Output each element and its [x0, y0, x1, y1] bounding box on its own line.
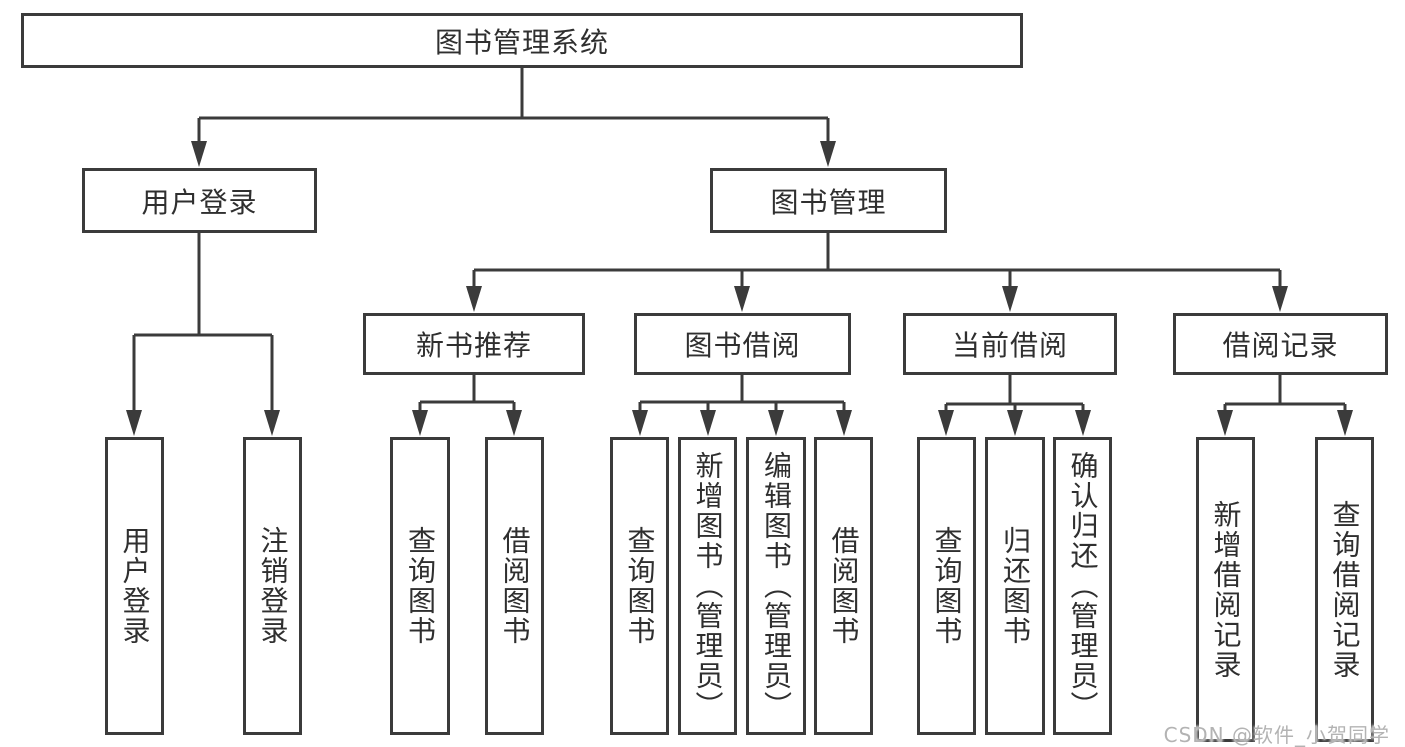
node-borrowing-records: 借阅记录 — [1173, 313, 1388, 375]
leaf-edit-books-admin: 编辑图书（管理员） — [746, 437, 806, 735]
leaf-user-login: 用户登录 — [105, 437, 164, 735]
node-library-management-system: 图书管理系统 — [21, 13, 1023, 68]
leaf-search-borrow-record: 查询借阅记录 — [1315, 437, 1374, 742]
csdn-watermark: CSDN @软件_小贺同学 — [1163, 723, 1390, 747]
node-book-borrowing: 图书借阅 — [634, 313, 851, 375]
leaf-search-books-current: 查询图书 — [917, 437, 976, 735]
leaf-search-books-recommend: 查询图书 — [390, 437, 450, 735]
leaf-search-books-borrow: 查询图书 — [610, 437, 669, 735]
leaf-borrow-books-recommend: 借阅图书 — [485, 437, 544, 735]
leaf-logout: 注销登录 — [243, 437, 302, 735]
leaf-confirm-return-admin: 确认归还（管理员） — [1053, 437, 1112, 735]
leaf-add-books-admin: 新增图书（管理员） — [678, 437, 737, 735]
leaf-add-borrow-record: 新增借阅记录 — [1196, 437, 1255, 742]
leaf-return-books: 归还图书 — [985, 437, 1045, 735]
node-current-borrowing: 当前借阅 — [903, 313, 1117, 375]
node-user-login: 用户登录 — [82, 168, 317, 233]
node-book-management: 图书管理 — [710, 168, 947, 233]
node-new-book-recommendation: 新书推荐 — [363, 313, 585, 375]
leaf-borrow-books: 借阅图书 — [814, 437, 873, 735]
